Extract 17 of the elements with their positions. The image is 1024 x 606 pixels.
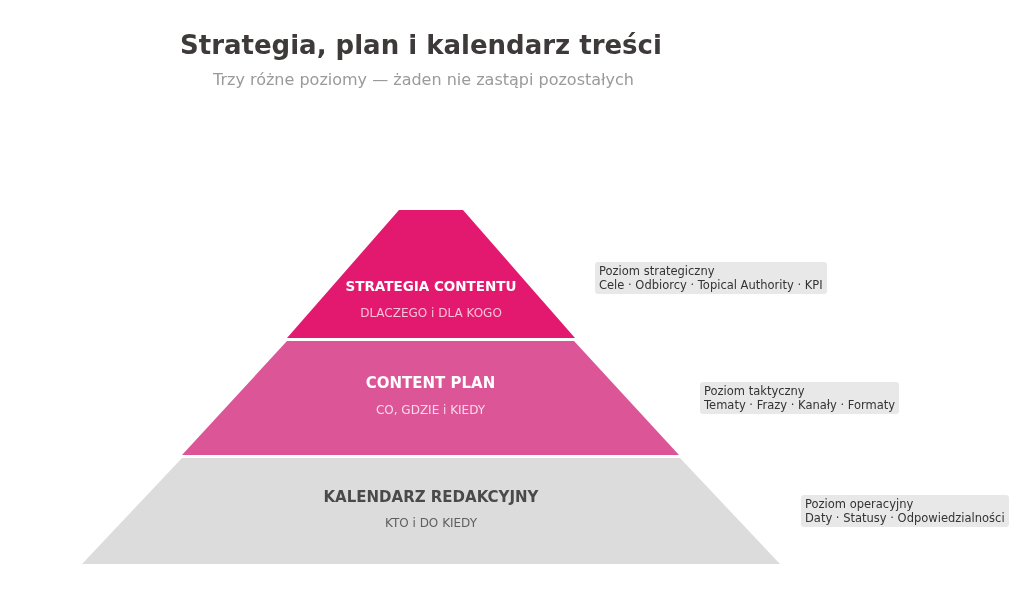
tier-subheading: KTO i DO KIEDY [383, 516, 479, 530]
note-text: Cele · Odbiorcy · Topical Authority · KPI [599, 278, 823, 292]
pyramid-tier [287, 210, 575, 338]
tier-heading: STRATEGIA CONTENTU [344, 278, 518, 294]
pyramid-tier [82, 458, 780, 564]
note-heading: Poziom operacyjny [805, 497, 915, 511]
note-heading: Poziom taktyczny [704, 384, 806, 398]
tier-subheading: DLACZEGO i DLA KOGO [359, 306, 503, 320]
note-heading: Poziom strategiczny [599, 264, 716, 278]
note-text: Daty · Statusy · Odpowiedzialności [805, 511, 1005, 525]
pyramid-tier [182, 341, 679, 455]
tier-heading: KALENDARZ REDAKCYJNY [322, 488, 540, 506]
subtitle: Trzy różne poziomy — żaden nie zastąpi pozostałych [213, 70, 634, 89]
note-text: Tematy · Frazy · Kanały · Formaty [704, 398, 896, 412]
title: Strategia, plan i kalendarz treści [180, 30, 662, 60]
tier-subheading: CO, GDZIE i KIEDY [374, 403, 487, 417]
tier-heading: CONTENT PLAN [364, 374, 497, 392]
